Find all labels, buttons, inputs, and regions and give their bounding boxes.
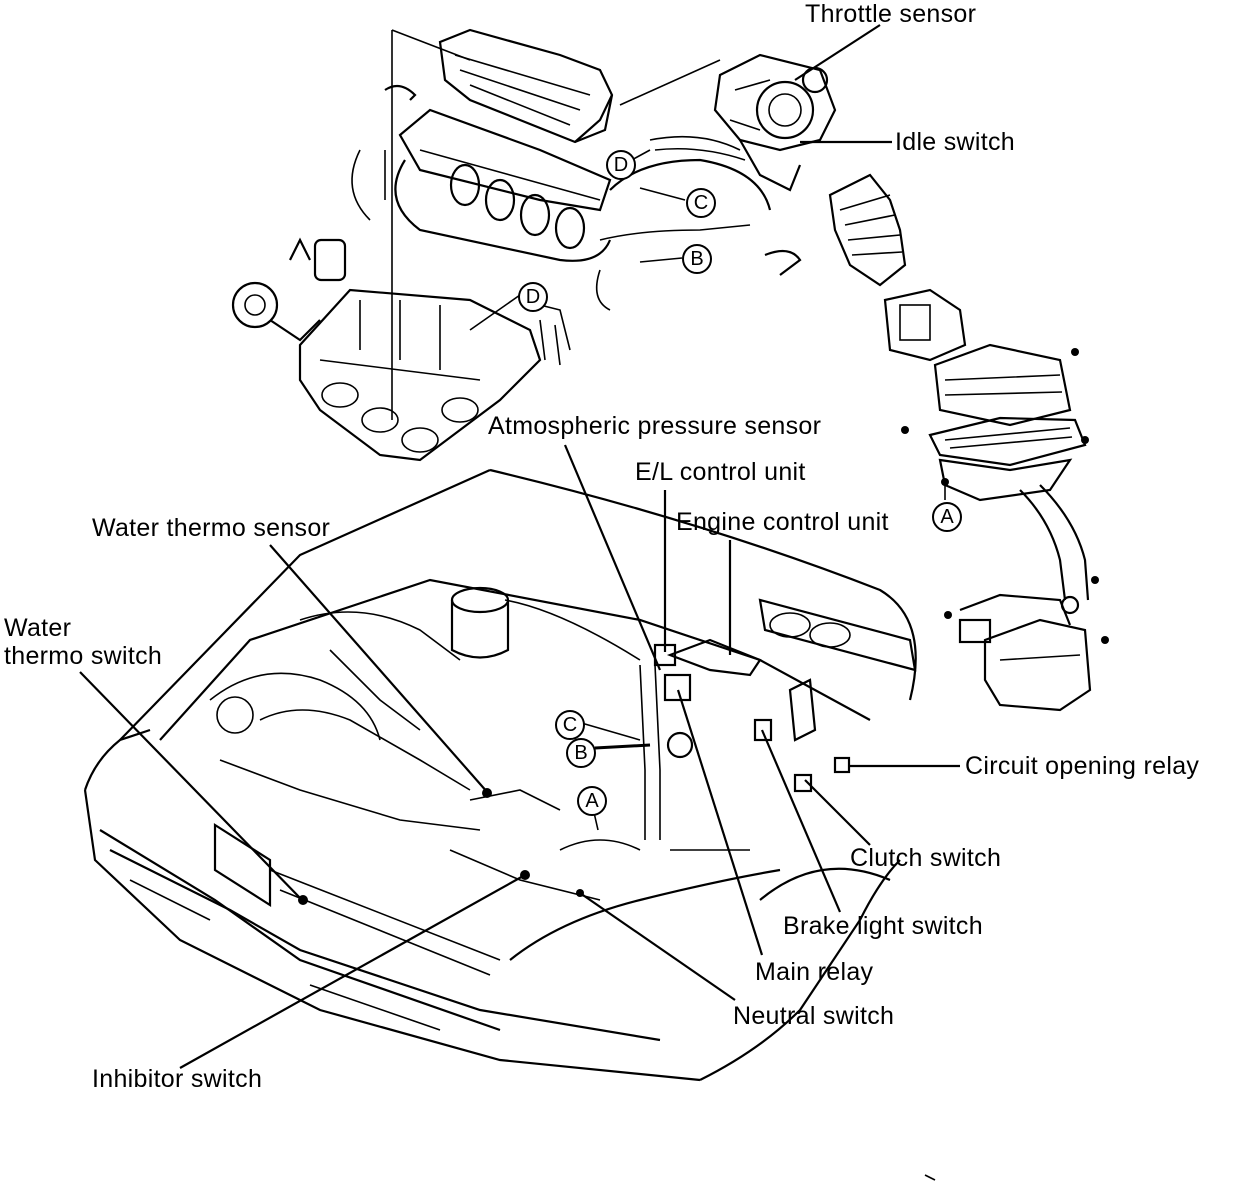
label-engine-control-unit: Engine control unit [676,508,889,536]
car-body-drawing [83,468,936,1181]
leader-brake-light-switch [760,729,842,913]
connector-a-upper: A [932,502,962,532]
connector-a-lower: A [577,786,607,816]
throttle-body-drawing [649,53,837,192]
label-circuit-opening-relay: Circuit opening relay [965,752,1200,780]
connector-b-lower: B [566,738,596,768]
label-main-relay: Main relay [755,958,874,986]
label-neutral-switch: Neutral switch [733,1002,895,1030]
leader-lines [79,24,960,1069]
label-atmospheric-pressure-sensor: Atmospheric pressure sensor [488,412,822,440]
leader-throttle-sensor [794,24,881,81]
leader-clutch-switch [804,779,871,846]
air-intake-drawing [764,173,1109,712]
leader-water-thermo-sensor [269,544,489,794]
leader-water-thermo-switch [79,671,303,901]
label-water-thermo-switch: Water thermo switch [4,614,163,670]
leader-inhibitor-switch [179,874,526,1069]
label-throttle-sensor: Throttle sensor [805,0,977,28]
leader-neutral-switch [579,892,736,1001]
connector-c-lower: C [555,710,585,740]
connector-c-upper: C [686,188,716,218]
connector-d-lower: D [518,282,548,312]
connector-b-upper: B [682,244,712,274]
label-water-thermo-sensor: Water thermo sensor [92,514,331,542]
label-el-control-unit: E/L control unit [635,458,806,486]
label-clutch-switch: Clutch switch [850,844,1002,872]
connector-d-upper: D [606,150,636,180]
label-inhibitor-switch: Inhibitor switch [92,1065,263,1093]
leader-atmospheric-pressure-sensor [563,444,662,671]
label-idle-switch: Idle switch [895,128,1016,156]
label-brake-light-switch: Brake light switch [783,912,983,940]
leader-main-relay [676,689,764,956]
